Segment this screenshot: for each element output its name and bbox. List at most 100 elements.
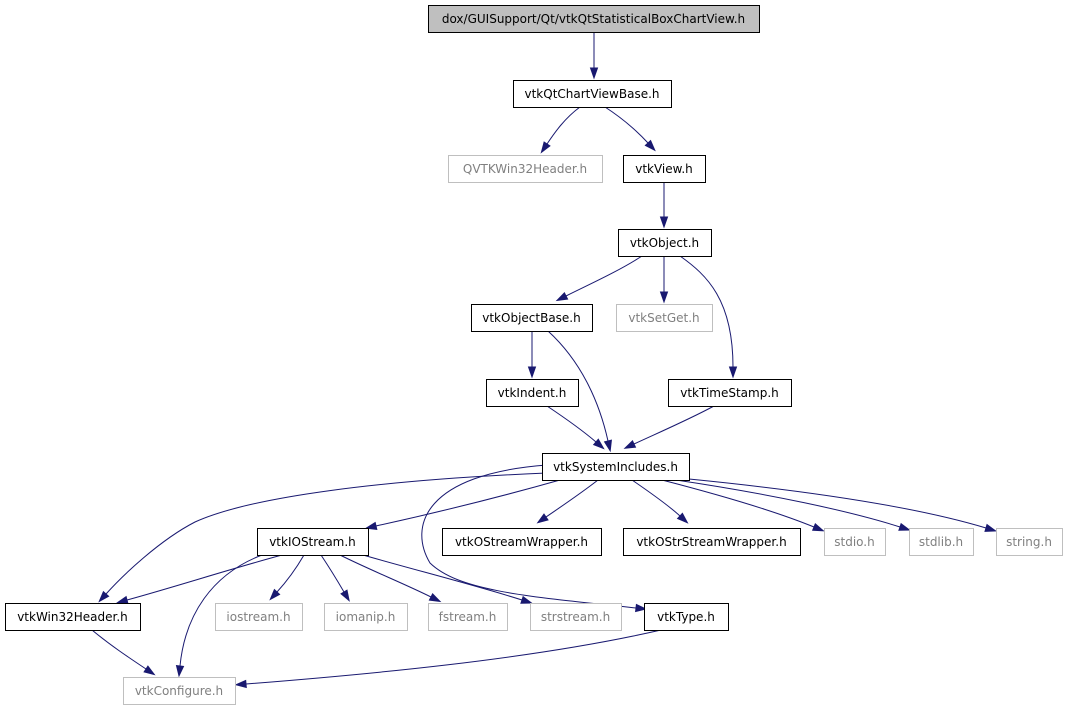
node-box-chartviewbase: [513, 80, 672, 108]
node-label-chartviewbase: vtkQtChartViewBase.h: [525, 87, 660, 101]
node-label-stdlib: stdlib.h: [919, 535, 963, 549]
node-label-setget: vtkSetGet.h: [628, 311, 699, 325]
node-type[interactable]: vtkType.h: [644, 603, 729, 631]
edge-iostreamh-to-configure-arrowhead: [175, 665, 185, 678]
node-label-iomanip: iomanip.h: [336, 610, 396, 624]
node-label-view: vtkView.h: [635, 162, 693, 176]
edge-iostreamh-to-iomanip: [320, 554, 350, 602]
node-label-timestamp: vtkTimeStamp.h: [680, 386, 779, 400]
edge-objectbase-to-sysincludes-arrowhead: [603, 439, 612, 453]
edge-iostreamh-to-iostream-arrowhead: [269, 588, 281, 601]
edge-iostreamh-to-configure-line: [179, 554, 263, 667]
edge-timestamp-to-sysincludes: [623, 405, 715, 449]
node-iomanip: iomanip.h: [324, 603, 408, 631]
edge-sysincludes-to-win32header-line: [105, 472, 548, 595]
edge-iostreamh-to-configure: [175, 554, 263, 678]
node-label-strstream: strstream.h: [541, 610, 610, 624]
node-stdlib: stdlib.h: [909, 528, 974, 556]
node-configure: vtkConfigure.h: [123, 677, 236, 705]
edge-root-to-chartviewbase-arrowhead: [589, 67, 599, 80]
node-box-sysincludes: [542, 453, 690, 481]
edge-sysincludes-to-stdlib-arrowhead: [898, 522, 911, 531]
edge-iostreamh-to-fstream-arrowhead: [428, 593, 442, 603]
node-label-configure: vtkConfigure.h: [135, 684, 223, 698]
edge-type-to-configure-arrowhead: [234, 679, 247, 689]
node-object[interactable]: vtkObject.h: [618, 229, 712, 257]
edge-iostreamh-to-strstream-arrowhead: [520, 595, 533, 604]
edge-indent-to-sysincludes-arrowhead: [592, 438, 605, 450]
edge-objectbase-to-sysincludes-line: [547, 330, 609, 442]
node-iostream: iostream.h: [215, 603, 303, 631]
node-box-iomanip: [324, 603, 408, 631]
edge-chartviewbase-to-view-line: [604, 106, 649, 144]
node-fstream: fstream.h: [428, 603, 508, 631]
node-label-ostrstreamwrapper: vtkOStrStreamWrapper.h: [636, 535, 786, 549]
edge-object-to-setget: [659, 256, 669, 304]
node-box-timestamp: [668, 379, 792, 407]
node-label-root: dox/GUISupport/Qt/vtkQtStatisticalBoxCha…: [442, 12, 745, 26]
edge-sysincludes-to-stdlib: [675, 479, 911, 531]
node-ostreamwrapper[interactable]: vtkOStreamWrapper.h: [442, 528, 602, 556]
node-box-configure: [123, 677, 236, 705]
node-label-iostreamh: vtkIOStream.h: [269, 535, 356, 549]
edge-sysincludes-to-stdlib-line: [675, 479, 901, 528]
edge-indent-to-sysincludes: [546, 405, 605, 450]
edge-object-to-timestamp-line: [679, 255, 734, 368]
node-root[interactable]: dox/GUISupport/Qt/vtkQtStatisticalBoxCha…: [428, 5, 760, 33]
node-iostreamh[interactable]: vtkIOStream.h: [257, 528, 369, 556]
edge-iostreamh-to-fstream: [339, 554, 442, 603]
node-label-sysincludes: vtkSystemIncludes.h: [553, 460, 678, 474]
node-box-stdio: [824, 528, 886, 556]
edge-iostreamh-to-iostream: [269, 554, 305, 601]
edge-chartviewbase-to-qvtkwin32: [540, 106, 581, 154]
node-indent[interactable]: vtkIndent.h: [486, 379, 579, 407]
edge-sysincludes-to-type-arrowhead: [635, 603, 648, 613]
edge-chartviewbase-to-qvtkwin32-arrowhead: [540, 141, 551, 154]
node-box-setget: [616, 304, 713, 332]
node-box-root: [428, 5, 760, 33]
node-chartviewbase[interactable]: vtkQtChartViewBase.h: [513, 80, 672, 108]
node-label-win32header: vtkWin32Header.h: [17, 610, 128, 624]
edge-sysincludes-to-string-line: [688, 478, 987, 529]
node-box-qvtkwin32: [448, 155, 603, 183]
node-sysincludes[interactable]: vtkSystemIncludes.h: [542, 453, 690, 481]
edge-sysincludes-to-ostreamwrapper: [536, 479, 599, 524]
edge-sysincludes-to-stdio-line: [661, 479, 815, 528]
edge-sysincludes-to-iostreamh-arrowhead: [364, 521, 378, 530]
edge-object-to-objectbase: [555, 255, 643, 302]
edge-objectbase-to-indent-arrowhead: [527, 366, 537, 379]
edge-object-to-timestamp-arrowhead: [728, 366, 738, 379]
node-box-win32header: [5, 603, 141, 631]
edge-sysincludes-to-ostrstreamwrapper-arrowhead: [676, 512, 689, 524]
node-box-indent: [486, 379, 579, 407]
edge-sysincludes-to-ostreamwrapper-arrowhead: [536, 513, 549, 524]
node-box-strstream: [530, 603, 622, 631]
edge-chartviewbase-to-view-arrowhead: [644, 139, 656, 152]
node-box-stdlib: [909, 528, 974, 556]
node-win32header[interactable]: vtkWin32Header.h: [5, 603, 141, 631]
node-stdio: stdio.h: [824, 528, 886, 556]
edge-iostreamh-to-iostream-line: [276, 554, 305, 593]
edge-sysincludes-to-iostreamh: [364, 479, 561, 530]
node-label-iostream: iostream.h: [226, 610, 290, 624]
node-view[interactable]: vtkView.h: [623, 155, 706, 183]
edge-object-to-objectbase-line: [565, 255, 643, 297]
edges-layer: [91, 32, 998, 689]
node-label-type: vtkType.h: [657, 610, 715, 624]
edge-sysincludes-to-stdio-arrowhead: [811, 522, 825, 532]
node-box-ostreamwrapper: [442, 528, 602, 556]
edge-iostreamh-to-strstream: [362, 554, 533, 604]
node-timestamp[interactable]: vtkTimeStamp.h: [668, 379, 792, 407]
edge-iostreamh-to-win32header-line: [126, 554, 283, 601]
edge-iostreamh-to-strstream-line: [362, 554, 523, 601]
node-box-view: [623, 155, 706, 183]
edge-iostreamh-to-fstream-line: [339, 554, 432, 598]
node-objectbase[interactable]: vtkObjectBase.h: [471, 304, 593, 332]
node-ostrstreamwrapper[interactable]: vtkOStrStreamWrapper.h: [623, 528, 801, 556]
edge-root-to-chartviewbase: [589, 32, 599, 80]
edge-type-to-configure: [234, 629, 662, 689]
edge-object-to-objectbase-arrowhead: [555, 292, 569, 302]
node-box-object: [618, 229, 712, 257]
edge-sysincludes-to-string: [688, 478, 998, 532]
